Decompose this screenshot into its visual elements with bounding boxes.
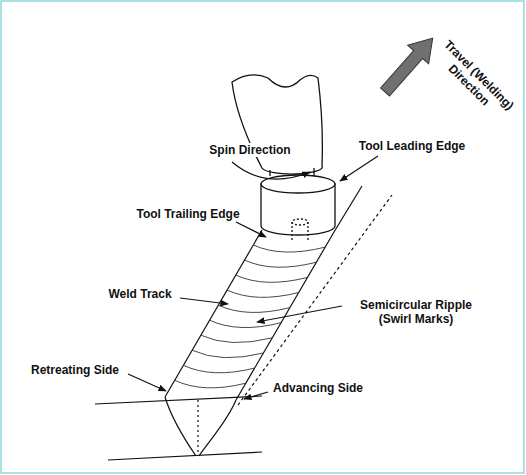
leader-line	[180, 298, 228, 304]
tool-pin	[292, 222, 308, 240]
ripple	[218, 305, 290, 312]
weld-track-edge	[165, 230, 262, 397]
joint-line	[197, 400, 198, 455]
weld-track	[165, 230, 334, 400]
ripple	[245, 260, 317, 267]
nugget-edge	[165, 397, 196, 456]
spin-arrow	[232, 162, 310, 179]
part-label: Tool Leading Edge	[357, 139, 467, 153]
leader-line	[257, 306, 342, 322]
plate-bottom-line	[108, 452, 262, 460]
ripple	[253, 245, 325, 252]
nugget-edge	[199, 400, 236, 456]
weld-track-edge	[236, 232, 334, 400]
leaders	[128, 156, 378, 399]
tool-holder	[232, 75, 322, 174]
leader-line	[244, 392, 268, 399]
ripple	[192, 350, 263, 357]
tool	[232, 75, 335, 240]
ripple	[227, 290, 299, 297]
tool-pin	[292, 219, 308, 225]
part-label: Tool Trailing Edge	[134, 207, 241, 221]
ripple	[236, 275, 308, 282]
tool-shoulder-top	[261, 175, 335, 193]
leader-line	[236, 222, 266, 237]
swirl-marks	[175, 245, 326, 388]
ripple	[210, 320, 282, 327]
plate-edge-line	[334, 186, 362, 232]
side-label: Advancing Side	[271, 381, 365, 395]
ripple	[183, 365, 254, 372]
part-label: Weld Track	[106, 287, 173, 301]
leader-line	[128, 374, 166, 391]
ripple	[201, 335, 272, 342]
spin-label: Spin Direction	[207, 143, 292, 157]
leader-line	[340, 156, 378, 181]
feature-label: Semicircular Ripple (Swirl Marks)	[344, 298, 488, 326]
side-label: Retreating Side	[29, 363, 121, 377]
ripple	[175, 380, 246, 388]
tool-neck	[270, 168, 314, 176]
travel-arrow	[375, 29, 444, 101]
direction-label: Travel (Welding) Direction	[426, 32, 522, 128]
travel-arrow-shape	[375, 29, 444, 101]
